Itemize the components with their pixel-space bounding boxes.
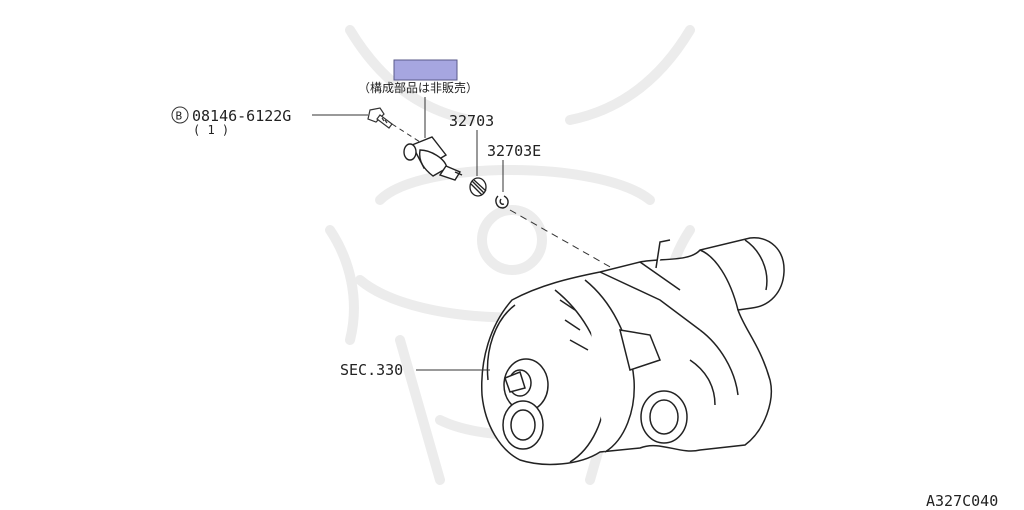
- speed-sensor-part: [403, 136, 463, 181]
- gear-part: [469, 177, 487, 197]
- bolt-quantity: ( 1 ): [193, 123, 229, 137]
- gear-part-number: 32703: [449, 112, 494, 130]
- diagram-id: A327C040: [926, 492, 998, 510]
- bolt-part-number: 08146-6122G: [192, 107, 291, 125]
- dashed-line-housing: [509, 209, 613, 269]
- not-sold-note: （構成部品は非販売）: [358, 80, 478, 95]
- section-reference: SEC.330: [340, 361, 403, 379]
- highlight-box[interactable]: [393, 59, 458, 81]
- bolt-marker-circle: [171, 106, 189, 124]
- bolt-marker-letter: B: [176, 110, 183, 123]
- bolt-part: [367, 107, 393, 129]
- clip-part: [495, 195, 509, 209]
- bolt-callout: B 08146-6122G ( 1 ): [171, 106, 368, 137]
- dashed-line-bolt: [391, 123, 421, 143]
- transfer-housing: [481, 237, 785, 466]
- clip-part-number: 32703E: [487, 142, 541, 160]
